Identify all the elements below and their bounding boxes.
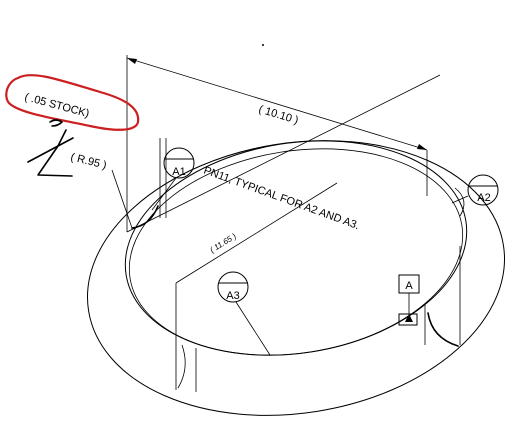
balloon-a2: A2 <box>451 174 499 206</box>
datum-feature: A <box>398 274 420 326</box>
dimension-line-overall <box>126 57 428 151</box>
radius-label: ( R.95 ) <box>69 151 108 172</box>
dimension-line-inner <box>175 182 338 284</box>
section-curve-a1 <box>131 205 159 229</box>
stock-note: ( .05 STOCK) <box>23 91 90 120</box>
balloon-a1: A1 <box>151 147 195 211</box>
balloon-a3: A3 <box>217 271 271 356</box>
typical-note: PN11, TYPICAL FOR A2 AND A3. <box>202 165 361 233</box>
inner-dimension-label: ( 11.65 ) <box>208 231 238 254</box>
arrow-overall-right <box>417 144 427 150</box>
section-curve-datum <box>427 312 459 347</box>
section-curve-a3 <box>177 344 186 389</box>
overall-dimension-label: ( 10.10 ) <box>257 103 300 126</box>
handwritten-arrow <box>27 145 73 177</box>
diagonal-leader <box>126 74 441 233</box>
svg-text:A3: A3 <box>226 290 239 302</box>
radius-leader <box>111 169 133 229</box>
outer-flange-edge <box>87 140 505 416</box>
svg-text:A2: A2 <box>477 192 490 204</box>
arrow-overall-left <box>127 58 137 64</box>
inner-opening-edge-2 <box>128 148 464 356</box>
stock-markup-circle <box>5 74 140 131</box>
handwritten-scribble <box>49 119 63 127</box>
stray-dot <box>262 44 264 46</box>
svg-text:A: A <box>405 280 413 292</box>
svg-text:A1: A1 <box>172 166 185 178</box>
handwritten-arrow-head <box>57 129 74 147</box>
section-curve-right <box>454 187 465 217</box>
